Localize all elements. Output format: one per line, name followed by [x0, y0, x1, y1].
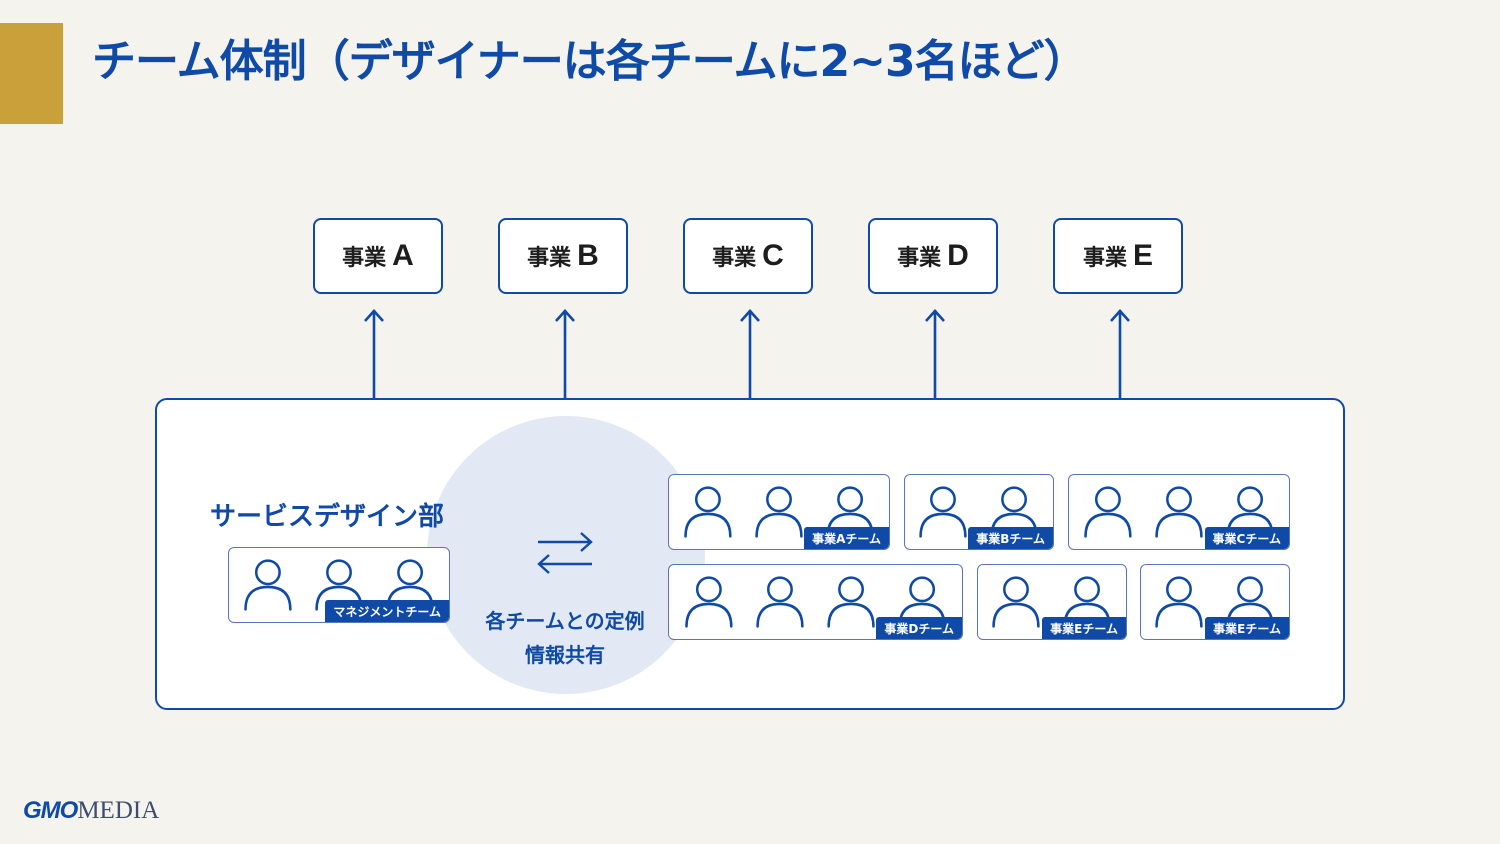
business-letter: E [1133, 239, 1154, 272]
person-icon [1084, 486, 1132, 538]
page-title: チーム体制（デザイナーは各チームに2~3名ほど） [92, 36, 1088, 87]
business-box-b: 事業 B [498, 218, 628, 294]
team-label: 事業Cチーム [1204, 527, 1289, 549]
team-box-e1: 事業Eチーム [977, 564, 1127, 640]
logo-suffix: MEDIA [77, 797, 160, 824]
business-prefix: 事業 [527, 246, 572, 271]
business-prefix: 事業 [1082, 246, 1127, 271]
arrow-up-icon [925, 309, 945, 399]
team-members [992, 576, 1111, 628]
team-members [919, 486, 1038, 538]
person-icon [244, 559, 292, 611]
person-icon [919, 486, 967, 538]
person-icon [756, 576, 804, 628]
swap-arrows-icon [537, 532, 593, 574]
person-icon [827, 576, 875, 628]
business-letter: B [577, 239, 599, 272]
sharing-text: 各チームとの定例 情報共有 [470, 604, 660, 672]
logo-brand: GMO [23, 797, 78, 824]
person-icon [1226, 486, 1274, 538]
business-letter: D [947, 239, 969, 272]
business-letter: A [392, 239, 414, 272]
arrow-up-icon [364, 309, 384, 399]
sharing-line-2: 情報共有 [525, 643, 605, 667]
person-icon [755, 486, 803, 538]
business-prefix: 事業 [897, 246, 942, 271]
person-icon [898, 576, 946, 628]
person-icon [684, 486, 732, 538]
business-box-a: 事業 A [313, 218, 443, 294]
person-icon [315, 559, 363, 611]
person-icon [1226, 576, 1274, 628]
team-label: 事業Eチーム [1205, 617, 1289, 639]
title-accent-bar [0, 23, 63, 124]
person-icon [685, 576, 733, 628]
company-logo: GMOMEDIA [23, 798, 159, 823]
arrow-up-icon [740, 309, 760, 399]
team-label: 事業Aチーム [804, 527, 889, 549]
team-members [685, 576, 946, 628]
team-box-e2: 事業Eチーム [1140, 564, 1290, 640]
person-icon [1155, 486, 1203, 538]
team-box-b: 事業Bチーム [904, 474, 1054, 550]
arrow-up-icon [555, 309, 575, 399]
arrow-up-icon [1110, 309, 1130, 399]
team-label: マネジメントチーム [325, 600, 449, 622]
team-members [244, 559, 434, 611]
team-label: 事業Bチーム [968, 527, 1053, 549]
team-box-d: 事業Dチーム [668, 564, 963, 640]
team-members [684, 486, 874, 538]
team-box-c: 事業Cチーム [1068, 474, 1290, 550]
team-members [1084, 486, 1274, 538]
person-icon [826, 486, 874, 538]
sharing-line-1: 各チームとの定例 [485, 609, 645, 633]
department-title: サービスデザイン部 [210, 502, 445, 532]
business-box-e: 事業 E [1053, 218, 1183, 294]
person-icon [992, 576, 1040, 628]
person-icon [990, 486, 1038, 538]
business-box-c: 事業 C [683, 218, 813, 294]
team-members [1155, 576, 1274, 628]
person-icon [386, 559, 434, 611]
person-icon [1155, 576, 1203, 628]
team-box-a: 事業Aチーム [668, 474, 890, 550]
business-letter: C [762, 239, 784, 272]
sharing-circle [427, 416, 705, 694]
person-icon [1063, 576, 1111, 628]
business-prefix: 事業 [342, 246, 387, 271]
business-box-d: 事業 D [868, 218, 998, 294]
team-label: 事業Dチーム [876, 617, 962, 639]
management-team-box: マネジメントチーム [228, 547, 450, 623]
team-label: 事業Eチーム [1042, 617, 1126, 639]
business-prefix: 事業 [712, 246, 757, 271]
